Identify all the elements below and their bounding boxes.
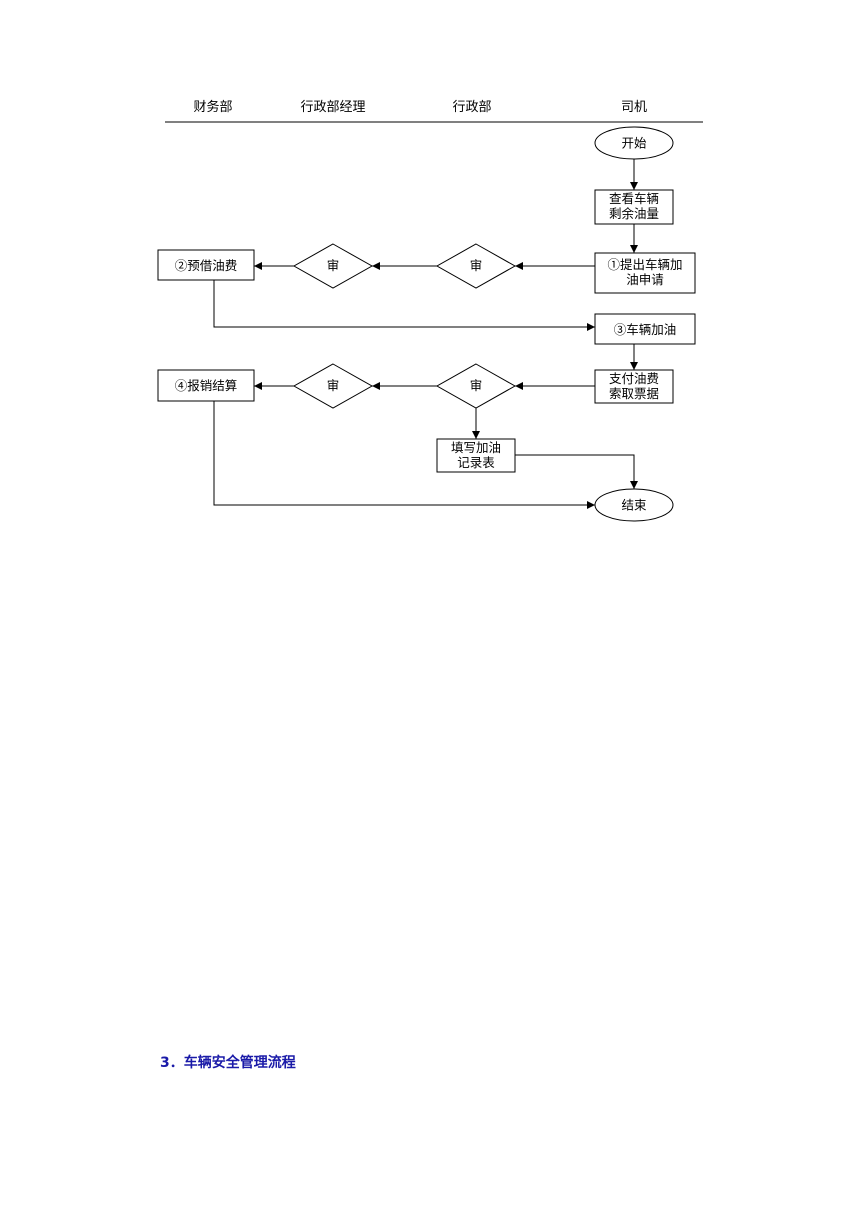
check-fuel-label-2: 剩余油量 <box>609 206 659 221</box>
start-label: 开始 <box>621 136 647 151</box>
check-fuel-box <box>594 189 674 225</box>
lane-admin: 行政部 <box>452 100 492 115</box>
arrow-advance-to-refuel <box>213 280 595 331</box>
review-admin-2-label: 审 <box>470 378 483 393</box>
record-label-2: 记录表 <box>457 455 495 470</box>
pay-label-1: 支付油费 <box>609 371 659 386</box>
refuel-label: ③车辆加油 <box>614 322 677 337</box>
advance-box <box>157 249 255 281</box>
apply-label-1: ①提出车辆加 <box>607 257 682 272</box>
arrow-record-to-end <box>515 454 638 489</box>
check-fuel-label-1: 查看车辆 <box>609 191 659 206</box>
review-admin-1-label: 审 <box>470 258 483 273</box>
settle-label: ④报销结算 <box>175 378 238 393</box>
section-heading: 3．车辆安全管理流程 <box>160 1055 296 1071</box>
review-manager-1-diamond <box>292 243 374 289</box>
record-label-1: 填写加油 <box>451 440 501 455</box>
lane-finance: 财务部 <box>193 100 233 115</box>
review-manager-2-diamond <box>292 363 374 409</box>
lane-driver: 司机 <box>620 100 647 115</box>
advance-label: ②预借油费 <box>175 258 238 273</box>
apply-box <box>594 252 696 294</box>
review-manager-1-label: 审 <box>327 258 340 273</box>
apply-label-2: 油申请 <box>626 272 664 287</box>
arrow-settle-to-end <box>213 401 595 509</box>
pay-label-2: 索取票据 <box>609 386 659 401</box>
settle-box <box>157 369 255 402</box>
record-box <box>436 438 516 473</box>
end-label: 结束 <box>621 498 647 513</box>
review-manager-2-label: 审 <box>327 378 340 393</box>
review-admin-1-diamond <box>435 243 517 289</box>
refuel-box <box>594 313 696 345</box>
lane-admin-manager: 行政部经理 <box>300 100 366 115</box>
